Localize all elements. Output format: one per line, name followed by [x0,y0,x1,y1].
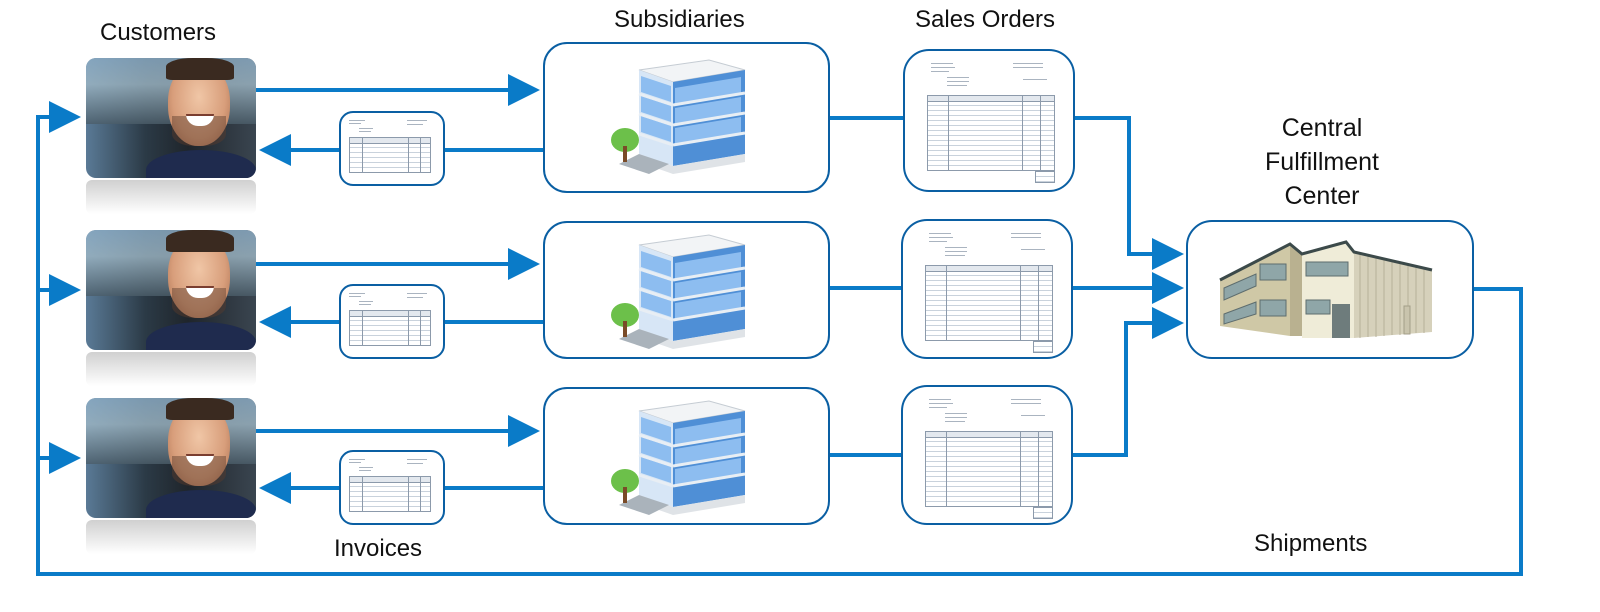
sales-orders-label: Sales Orders [915,6,1056,33]
customer-photo-icon [86,58,256,178]
subsidiaries-label: Subsidiaries [614,6,745,33]
invoice-document-icon [347,290,439,354]
photo-reflection [86,180,256,214]
arrow-order3-to-central [1073,307,1184,457]
sales-order-node-1[interactable] [903,49,1075,192]
sales-order-document-icon [921,395,1057,519]
photo-reflection [86,520,256,554]
invoice-node-2[interactable] [339,284,445,359]
shipments-label: Shipments [1254,530,1368,557]
subsidiary-node-2[interactable] [543,221,830,359]
office-building-icon [611,234,746,349]
sales-order-document-icon [923,59,1059,183]
warehouse-icon [1219,240,1433,338]
sales-order-node-3[interactable] [901,385,1073,525]
shipments-loop-line [36,117,1523,576]
sales-order-node-2[interactable] [901,219,1073,359]
office-building-icon [611,400,746,515]
subsidiary-node-3[interactable] [543,387,830,525]
photo-reflection [86,352,256,386]
customer-photo-icon [86,398,256,518]
arrow-order1-to-central [1074,116,1184,270]
invoice-node-3[interactable] [339,450,445,525]
invoices-label: Invoices [334,535,423,562]
central-label-line3: Center [1284,182,1360,210]
central-fulfillment-center-node[interactable] [1186,220,1474,359]
sales-order-document-icon [921,229,1057,353]
customers-label: Customers [100,19,217,46]
invoice-document-icon [347,456,439,520]
office-building-icon [611,59,746,174]
invoice-document-icon [347,117,439,181]
central-label-line1: Central [1281,114,1363,142]
invoice-node-1[interactable] [339,111,445,186]
central-label-line2: Fulfillment [1265,148,1379,176]
subsidiary-node-1[interactable] [543,42,830,193]
customer-photo-icon [86,230,256,350]
